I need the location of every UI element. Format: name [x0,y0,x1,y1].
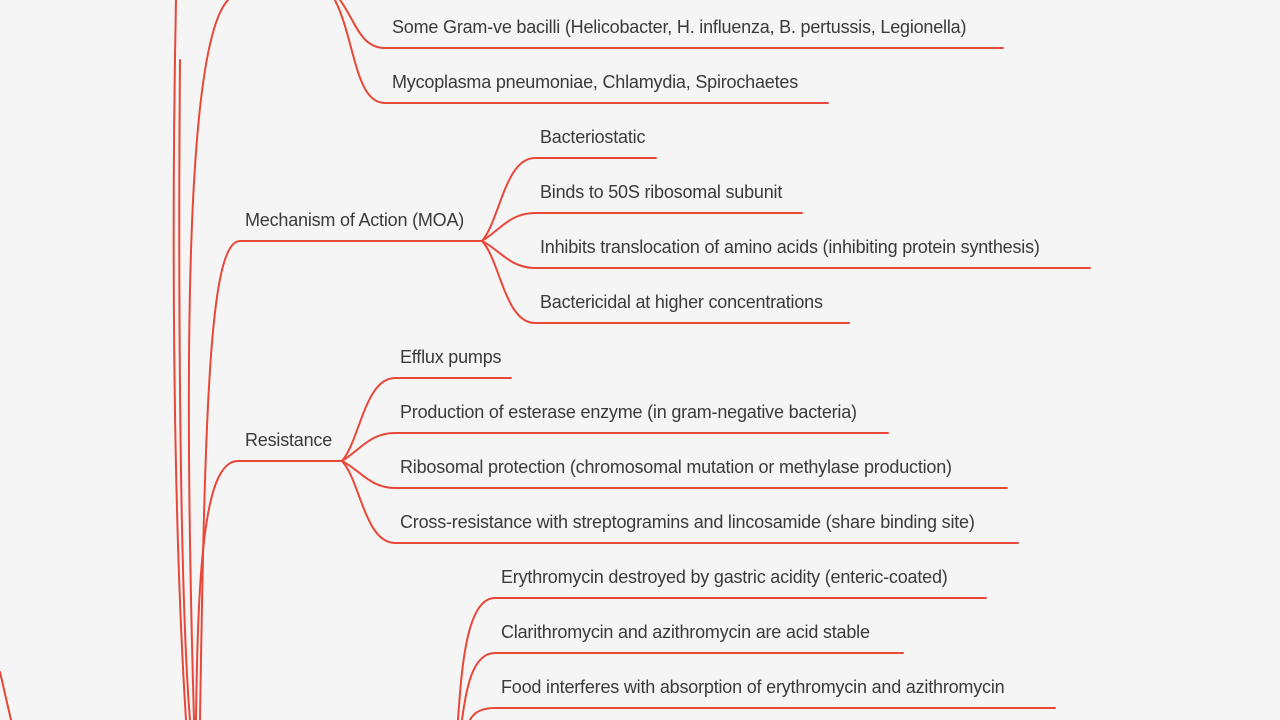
node-moa-bacteriostatic[interactable]: Bacteriostatic [540,127,646,147]
trunk-line-3 [187,0,229,720]
edge-pk-1 [457,597,987,720]
node-moa-inhibits-translocation[interactable]: Inhibits translocation of amino acids (i… [540,237,1040,257]
edge-moa-4 [481,240,850,324]
edge-pk-3 [469,707,1056,720]
node-mechanism-of-action[interactable]: Mechanism of Action (MOA) [245,210,465,230]
node-pk-food-interferes[interactable]: Food interferes with absorption of eryth… [501,677,1005,697]
edge-left-arc [0,671,12,720]
edge-moa-1 [481,157,657,242]
edge-resistance [195,460,343,720]
edge-moa-3 [481,240,1091,269]
node-pk-acid-stable[interactable]: Clarithromycin and azithromycin are acid… [501,622,870,642]
edge-moa [199,240,483,720]
trunk-line-2 [178,59,191,720]
edge-res-3 [341,460,1008,489]
edge-res-4 [341,460,1019,544]
node-res-ribosomal-protection[interactable]: Ribosomal protection (chromosomal mutati… [400,457,952,477]
node-spectrum-gram-negative[interactable]: Some Gram-ve bacilli (Helicobacter, H. i… [392,17,967,37]
node-res-esterase[interactable]: Production of esterase enzyme (in gram-n… [400,402,857,422]
trunk-line-1 [172,0,187,720]
edge-moa-2 [481,212,803,242]
edge-spectrum-1 [339,0,1004,49]
node-pk-erythromycin-acid[interactable]: Erythromycin destroyed by gastric acidit… [501,567,948,587]
edge-res-1 [341,377,512,462]
edge-spectrum-2 [334,0,829,104]
node-spectrum-mycoplasma[interactable]: Mycoplasma pneumoniae, Chlamydia, Spiroc… [392,72,799,92]
edge-pk-2 [461,652,904,720]
node-moa-binds-50s[interactable]: Binds to 50S ribosomal subunit [540,182,783,202]
node-moa-bactericidal[interactable]: Bactericidal at higher concentrations [540,292,823,312]
node-resistance[interactable]: Resistance [245,430,333,450]
node-res-efflux-pumps[interactable]: Efflux pumps [400,347,502,367]
node-res-cross-resistance[interactable]: Cross-resistance with streptogramins and… [400,512,975,532]
edge-res-2 [341,432,889,462]
